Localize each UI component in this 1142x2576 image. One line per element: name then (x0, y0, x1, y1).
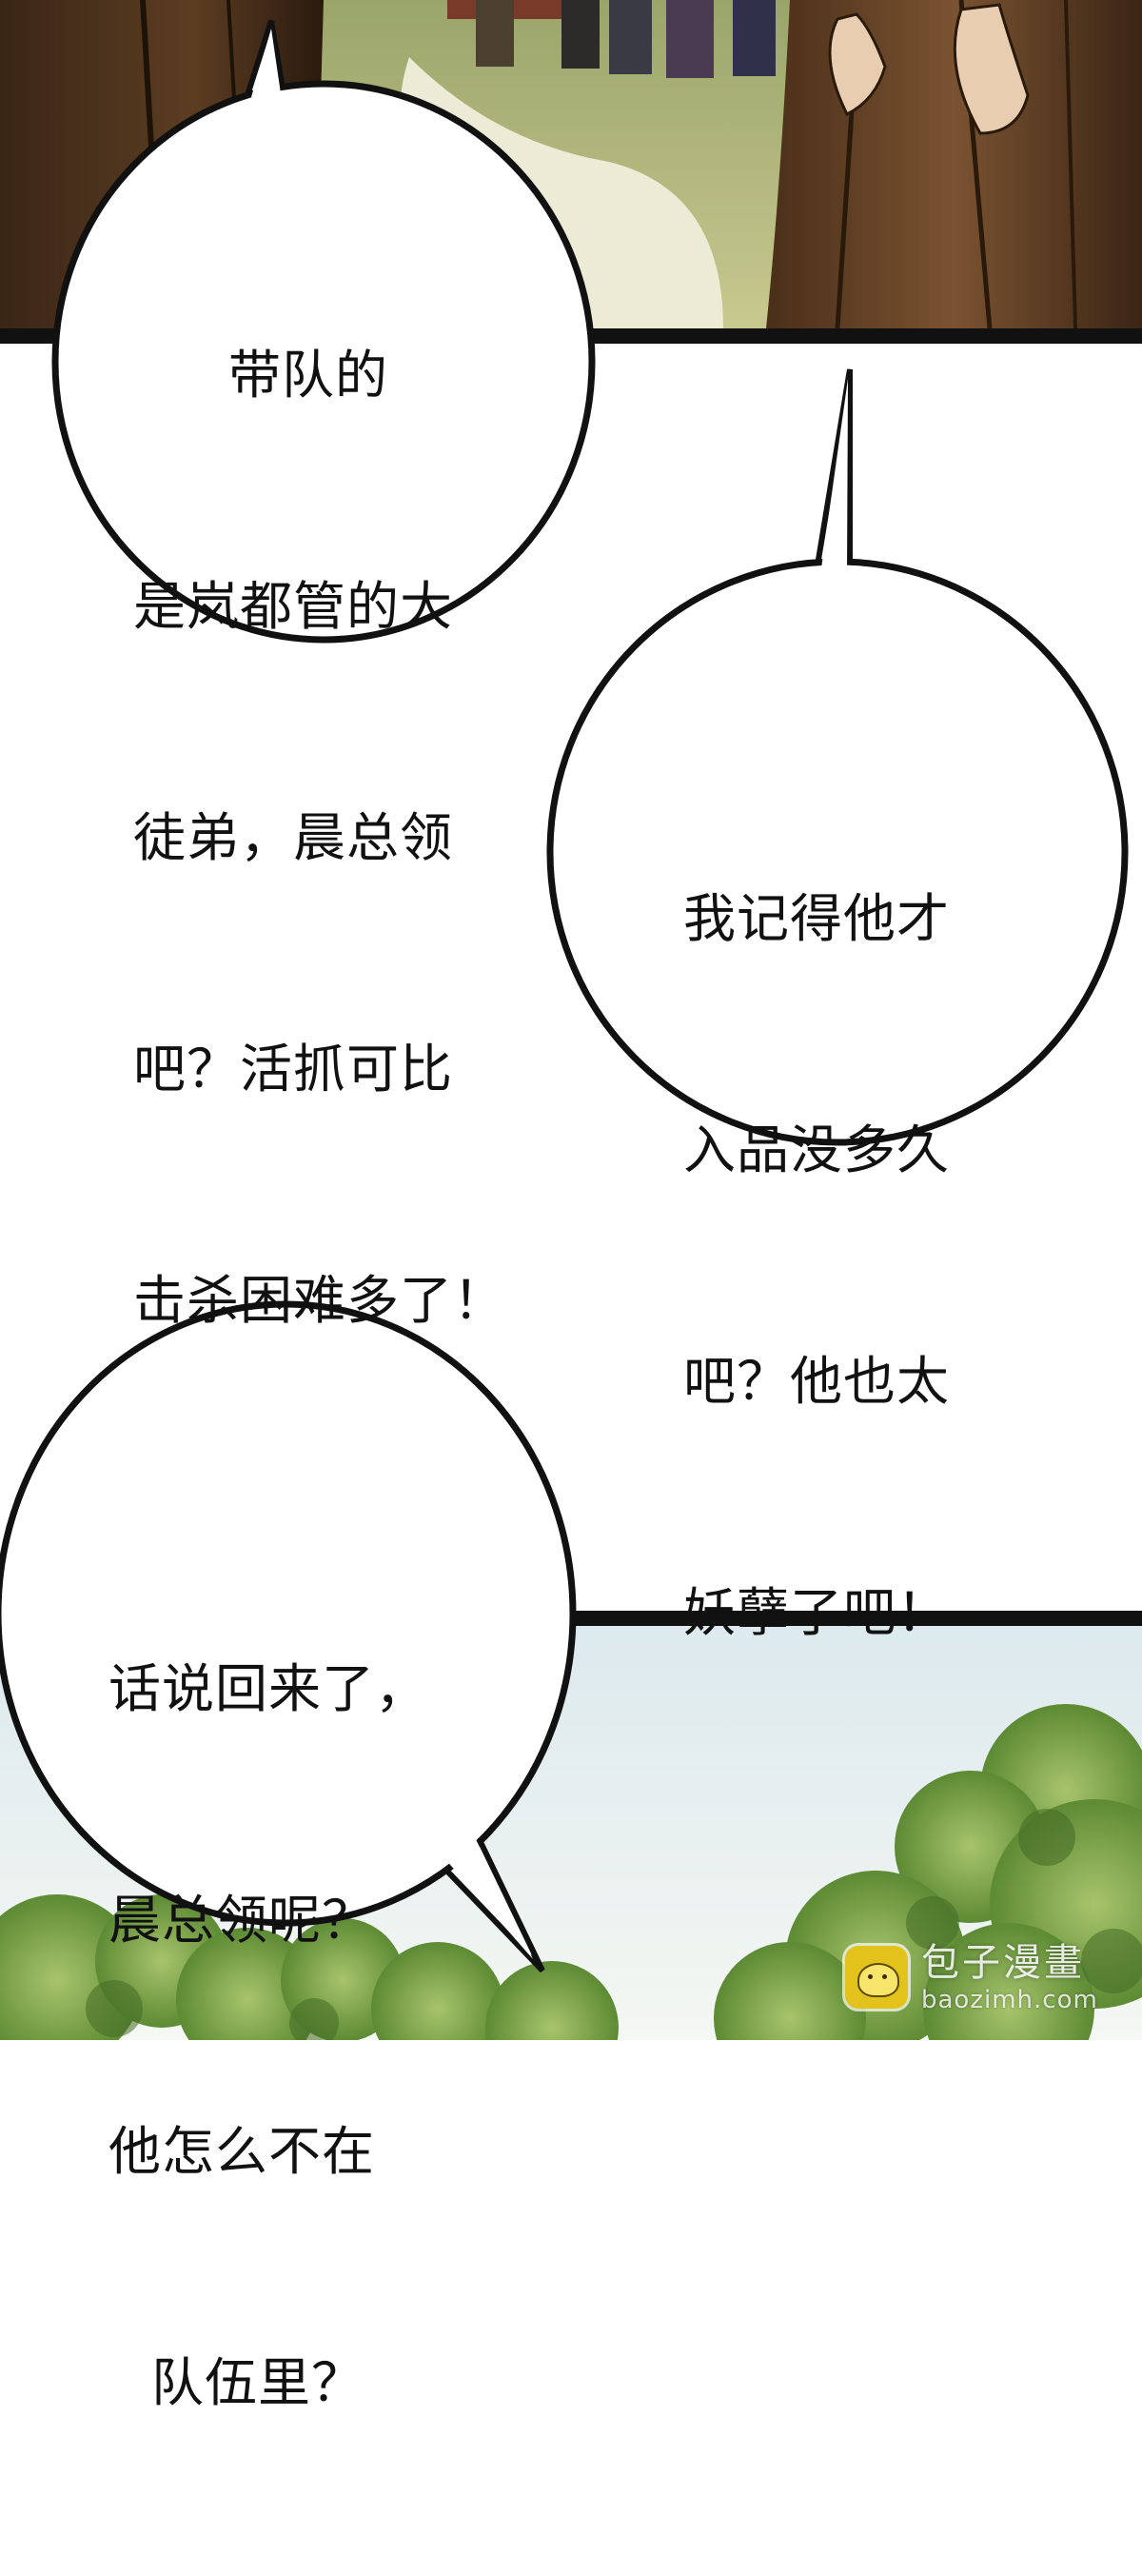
bubble-line: 他怎么不在 (108, 2121, 376, 2182)
bubble-line: 带队的 (228, 345, 389, 406)
bubble-line: 吧？活抓可比 (133, 1039, 454, 1100)
watermark-title: 包子漫畫 (921, 1941, 1085, 1985)
bubble-line: 队伍里？ (151, 2352, 365, 2413)
bubble-text-bottom-left: 话说回来了， 晨总领呢？ 他怎么不在 队伍里？ (108, 1496, 428, 2576)
bubble-line: 吧？他也太 (683, 1351, 951, 1412)
bubble-line: 我记得他才 (683, 888, 951, 949)
bubble-line: 徒弟，晨总领 (133, 807, 454, 868)
speech-bubble-top-left (51, 20, 596, 644)
bubble-line: 话说回来了， (108, 1658, 429, 1719)
site-watermark: 包子漫畫 baozimh.com (845, 1940, 1131, 2016)
speech-bubble-middle-right (546, 368, 1129, 1146)
bun-mascot-icon (845, 1946, 908, 2009)
bubble-line: 晨总领呢？ (108, 1890, 376, 1951)
bubble-line: 击杀困难多了！ (133, 1270, 507, 1331)
watermark-url: baozimh.com (921, 1986, 1098, 2014)
comic-page: 带队的 是岚都管的大 徒弟，晨总领 吧？活抓可比 击杀困难多了！ 我记得他才 入… (0, 0, 1142, 2413)
bubble-line: 妖孽了吧！ (683, 1582, 951, 1643)
bubble-text-middle-right: 我记得他才 入品没多久 吧？他也太 妖孽了吧！ (683, 726, 950, 1806)
top-panel-scene (0, 0, 1142, 344)
comic-artwork (0, 0, 1142, 2040)
bubble-line: 入品没多久 (683, 1120, 951, 1180)
bubble-line: 是岚都管的大 (133, 576, 454, 637)
bubble-text-top-left: 带队的 是岚都管的大 徒弟，晨总领 吧？活抓可比 击杀困难多了！ (133, 183, 506, 1494)
speech-bubble-bottom-left (0, 1300, 577, 1973)
